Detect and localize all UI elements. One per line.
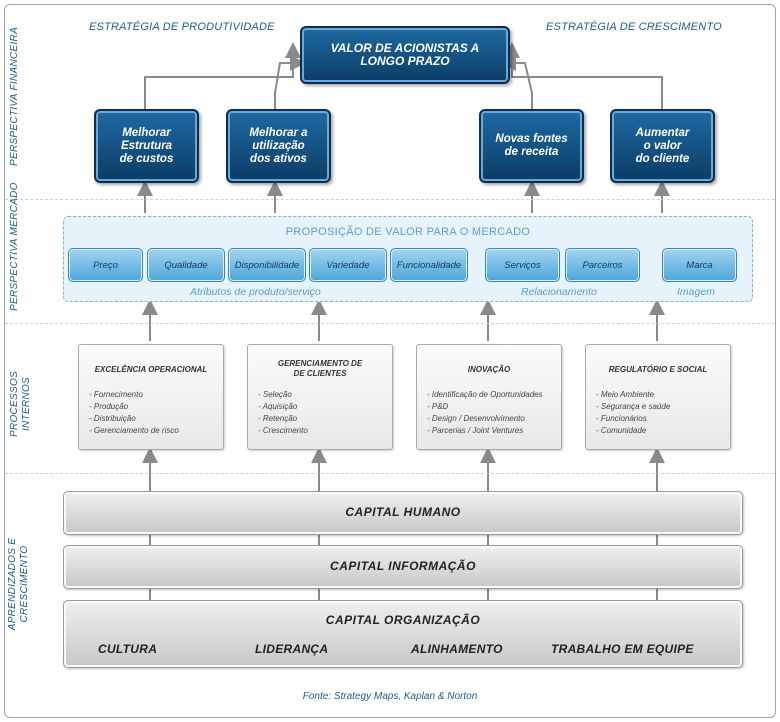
process-box-excelencia: EXCELÊNCIA OPERACIONAL - Fornecimento - …	[78, 344, 224, 450]
list-item: - P&D	[427, 402, 449, 411]
separator-processos	[5, 473, 775, 474]
attribute-variedade: Variedade	[309, 248, 387, 282]
financial-box-cliente: Aumentar o valor do cliente	[610, 109, 715, 183]
attribute-funcionalidade: Funcionalidade	[390, 248, 468, 282]
process-title: EXCELÊNCIA OPERACIONAL	[94, 365, 208, 374]
process-list: - Identificação de Oportunidades - P&D -…	[427, 389, 543, 437]
label-relacionamento: Relacionamento	[521, 286, 597, 298]
list-item: - Parcerias / Joint Ventures	[427, 426, 524, 435]
label-imagem: Imagem	[677, 286, 715, 298]
financial-box-ativos: Melhorar a utilização dos ativos	[226, 109, 331, 183]
label-atributos: Atributos de produto/serviço	[190, 286, 321, 298]
attribute-parceiros: Parceiros	[565, 248, 640, 282]
financial-box-receita: Novas fontes de receita	[479, 109, 584, 183]
source-caption: Fonte: Strategy Maps, Kaplan & Norton	[302, 691, 478, 702]
list-item: - Produção	[89, 402, 129, 411]
process-list: - Meio Ambiente - Segurança e saúde - Fu…	[596, 389, 670, 437]
capital-organizacao-bar: CAPITAL ORGANIZAÇÃO	[63, 600, 743, 668]
process-list: - Fornecimento - Produção - Distribuição…	[89, 389, 179, 437]
perspective-aprendizado: PERSPECTIVA DE APRENDIZADOS E CRESCIMENT…	[4, 537, 30, 631]
process-box-regulatorio: REGULATÓRIO E SOCIAL - Meio Ambiente - S…	[585, 344, 731, 450]
list-item: - Crescimento	[258, 426, 308, 435]
perspective-financeira: PERSPECTIVA FINANCEIRA	[9, 26, 20, 166]
separator-mercado	[5, 323, 775, 324]
arrow-fin-4	[504, 42, 663, 109]
attribute-preco: Preço	[68, 248, 143, 282]
list-item: - Seleção	[258, 390, 292, 399]
strategy-crescimento: ESTRATÉGIA DE CRESCIMENTO	[546, 21, 722, 33]
perspective-mercado: PERSPECTIVA MERCADO	[9, 182, 20, 311]
arrow-fin-2	[274, 55, 306, 109]
list-item: - Comunidade	[596, 426, 647, 435]
list-item: - Fornecimento	[89, 390, 143, 399]
capital-informacao-bar: CAPITAL INFORMAÇÃO	[63, 545, 743, 589]
strategy-produtividade: ESTRATÉGIA DE PRODUTIVIDADE	[89, 21, 275, 33]
org-item-lideranca: LIDERANÇA	[255, 642, 329, 656]
list-item: - Distribuição	[89, 414, 136, 423]
valor-acionistas-box: VALOR DE ACIONISTAS A LONGO PRAZO	[300, 26, 510, 84]
strategy-map-frame: PERSPECTIVA FINANCEIRA PERSPECTIVA MERCA…	[4, 4, 776, 718]
list-item: - Funcionários	[596, 414, 647, 423]
financial-box-custos: Melhorar Estrutura de custos	[94, 109, 199, 183]
capital-informacao-label: CAPITAL INFORMAÇÃO	[330, 559, 476, 573]
org-item-trabalho: TRABALHO EM EQUIPE	[551, 642, 694, 656]
org-item-alinhamento: ALINHAMENTO	[411, 642, 503, 656]
arrow-fin-3	[500, 55, 533, 109]
list-item: - Aquisição	[258, 402, 298, 411]
attribute-disponibilidade: Disponibilidade	[228, 248, 306, 282]
process-list: - Seleção - Aquisição - Retenção - Cresc…	[258, 389, 308, 437]
attribute-servicos: Serviços	[485, 248, 560, 282]
org-item-cultura: CULTURA	[98, 642, 158, 656]
process-title: REGULATÓRIO E SOCIAL	[608, 365, 708, 374]
separator-financeira	[5, 199, 775, 200]
process-title: INOVAÇÃO	[467, 365, 511, 374]
arrow-fin-1	[144, 42, 301, 109]
process-box-inovacao: INOVAÇÃO - Identificação de Oportunidade…	[416, 344, 562, 450]
capital-organizacao-label: CAPITAL ORGANIZAÇÃO	[325, 613, 481, 627]
list-item: - Design / Desenvolvimento	[427, 414, 525, 423]
attribute-marca: Marca	[662, 248, 737, 282]
attribute-qualidade: Qualidade	[147, 248, 225, 282]
capital-humano-bar: CAPITAL HUMANO	[63, 491, 743, 535]
process-box-clientes: GERENCIAMENTO DE DE CLIENTES - Seleção -…	[247, 344, 393, 450]
list-item: - Gerenciamento de risco	[89, 426, 179, 435]
process-title: GERENCIAMENTO DE DE CLIENTES	[277, 359, 363, 378]
list-item: - Segurança e saúde	[596, 402, 671, 411]
list-item: - Identificação de Oportunidades	[427, 390, 543, 399]
market-title: PROPOSIÇÃO DE VALOR PARA O MERCADO	[285, 226, 531, 238]
capital-humano-label: CAPITAL HUMANO	[345, 505, 461, 519]
list-item: - Meio Ambiente	[596, 390, 654, 399]
list-item: - Retenção	[258, 414, 298, 423]
perspective-processos: PERSPECTIVA DE PROCESSOS INTERNOS	[4, 359, 32, 449]
